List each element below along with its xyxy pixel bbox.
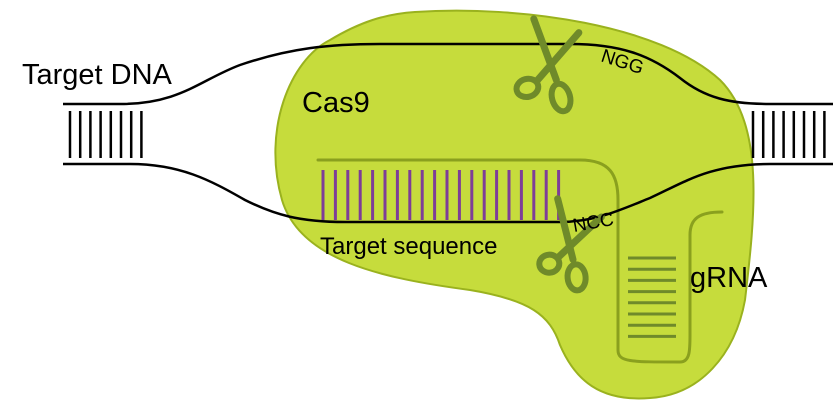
target-sequence-rungs (321, 170, 561, 220)
cas9-label: Cas9 (302, 87, 370, 119)
target-sequence-label: Target sequence (320, 233, 497, 260)
dna-ladder-right (751, 111, 826, 158)
scissors-icon (536, 195, 605, 294)
grna-backbone (316, 158, 724, 364)
grna-hairpin-lines (628, 256, 676, 338)
grna-label: gRNA (690, 262, 768, 294)
dna-strand-top (63, 42, 833, 106)
dna-strand-bottom (63, 162, 833, 224)
target-dna-label: Target DNA (22, 59, 173, 91)
dna-ladder-left (68, 111, 143, 158)
scissors-icon (513, 15, 583, 115)
